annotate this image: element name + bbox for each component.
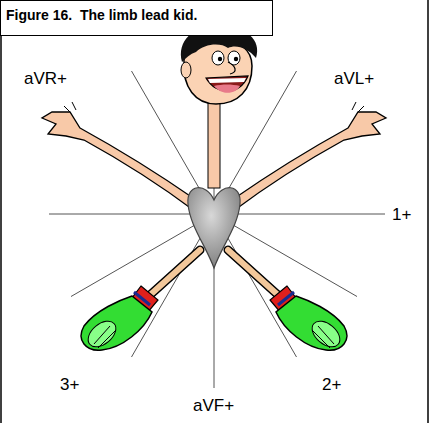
lead-label: 3+ — [60, 375, 79, 394]
lead-label: aVL+ — [334, 69, 374, 88]
lead-label-holder: aVR+ — [24, 70, 67, 88]
lead-label-holder: aVL+ — [334, 70, 374, 88]
title-box: Figure 16. The limb lead kid. — [0, 0, 273, 36]
frame-line — [0, 0, 2, 423]
frame-line — [427, 0, 429, 423]
lead-label-holder: 3+ — [60, 376, 79, 394]
lead-label-holder: 1+ — [392, 206, 411, 224]
lead-axes — [49, 58, 385, 388]
figure-title: Figure 16. The limb lead kid. — [1, 1, 203, 23]
heart — [188, 188, 240, 268]
lead-label-holder: 2+ — [322, 376, 341, 394]
lead-label-holder: aVF+ — [193, 397, 234, 415]
lead-label: 1+ — [392, 205, 411, 224]
lead-label: 2+ — [322, 375, 341, 394]
cartoon-head — [181, 26, 257, 104]
neck — [208, 96, 220, 188]
lead-label: aVF+ — [193, 396, 234, 415]
lead-label: aVR+ — [24, 69, 67, 88]
